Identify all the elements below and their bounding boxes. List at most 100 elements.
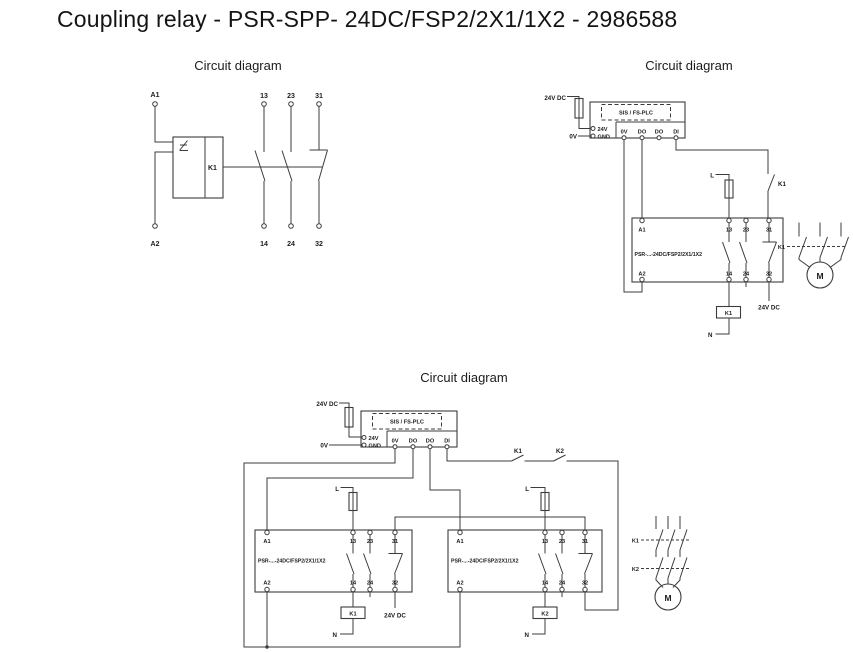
plc-out-terminal-di <box>444 444 450 450</box>
terminal-label-32: 32 <box>315 241 323 248</box>
neutral-label-2: N <box>525 632 530 639</box>
k1-power-contacts <box>798 236 849 258</box>
plc-out-terminal-0v <box>621 135 627 141</box>
line-label: L <box>710 173 714 180</box>
psr2-box <box>447 529 603 593</box>
psr1-label-14: 14 <box>350 581 357 587</box>
wire-do1-to-a1-relay1 <box>266 448 414 531</box>
forced-guidance-icon <box>179 140 188 151</box>
feedback-contact-label-k1: K1 <box>514 448 522 455</box>
supply-label: 24V DC <box>544 95 566 102</box>
motor-contactor-label: K1 <box>778 245 785 251</box>
line-label-2: L <box>525 486 529 493</box>
feedback-contact-label: K1 <box>778 181 786 188</box>
wire-0v-to-a2 <box>623 139 643 293</box>
k1-coil-label: K1 <box>349 611 356 617</box>
terminal-label-a1: A1 <box>151 92 160 99</box>
plc-box <box>360 410 458 448</box>
plc-out-terminal-do2 <box>427 444 433 450</box>
psr2-contact-23-24 <box>555 534 564 588</box>
plc-out-label-do1: DO <box>409 439 418 445</box>
terminal-label-13: 13 <box>260 93 268 100</box>
psr-label-14: 14 <box>726 272 733 278</box>
zero-volt-label: 0V <box>320 442 328 449</box>
plc-out-terminal-di <box>673 135 679 141</box>
diagram-heading: Circuit diagram <box>645 58 732 73</box>
psr-relay-2: PSR-...-24DC/FSP2/2X1/1X2 A1 13 23 31 A2… <box>447 529 603 593</box>
zero-volt-label: 0V <box>569 134 577 141</box>
contact-13-14: 13 14 <box>254 93 268 248</box>
psr1-label-24: 24 <box>367 581 374 587</box>
wire-do2-to-a1-relay2 <box>429 448 461 531</box>
wire-di-feedback-loop <box>446 448 619 611</box>
terminal-label-23: 23 <box>287 93 295 100</box>
psr1-label-a2: A2 <box>263 581 270 587</box>
coil-supply-label: 24V DC <box>384 613 406 620</box>
psr1-contact-13-14 <box>346 534 355 588</box>
page-title: Coupling relay - PSR-SPP- 24DC/FSP2/2X1/… <box>57 6 678 32</box>
plc-out-label-0v: 0V <box>392 439 399 445</box>
plc-dashed-box <box>372 413 442 430</box>
psr-type-label: PSR-...-24DC/FSP2/2X1/1X2 <box>635 252 703 258</box>
plc-out-terminal-do1 <box>410 444 416 450</box>
psr1-type-label: PSR-...-24DC/FSP2/2X1/1X2 <box>258 559 326 565</box>
psr2-label-32: 32 <box>582 581 588 587</box>
terminal-label-31: 31 <box>315 93 323 100</box>
motor-circuit: K1 K2 M <box>632 516 689 611</box>
psr2-type-label: PSR-...-24DC/FSP2/2X1/1X2 <box>451 559 519 565</box>
terminal-24v <box>361 435 367 440</box>
motor-label: M <box>664 593 671 603</box>
wiring: K1 K2 L L <box>243 448 619 649</box>
psr2-contact-13-14 <box>538 534 547 588</box>
line-fuse <box>724 179 734 199</box>
wire-l-to-13 <box>715 174 730 218</box>
k1-coil-label: K1 <box>725 311 732 317</box>
psr-relay-1: PSR-...-24DC/FSP2/2X1/1X2 A1 13 23 31 A2… <box>254 529 413 593</box>
contactor-coil-branch-k1: K1 N 24V DC <box>333 591 406 639</box>
plc-out-terminal-do1 <box>639 135 645 141</box>
psr2-label-24: 24 <box>559 581 566 587</box>
terminal-a2 <box>152 223 158 229</box>
psr-contact-31-32-nc <box>762 222 777 278</box>
k2-power-contacts <box>655 557 688 579</box>
line-fuse-1 <box>348 491 358 512</box>
terminal-label-gnd: GND <box>598 134 610 140</box>
terminal-a1 <box>152 101 158 107</box>
terminal-gnd <box>361 442 367 448</box>
neutral-label: N <box>708 332 713 339</box>
motor-label: M <box>816 271 823 281</box>
motor-contactor-label-k1: K1 <box>632 539 639 545</box>
psr1-label-32: 32 <box>392 581 398 587</box>
psr2-contact-31-32-nc <box>578 534 593 588</box>
plc-box <box>589 101 686 139</box>
plc-out-label-do2: DO <box>655 130 664 136</box>
neutral-label-1: N <box>333 632 338 639</box>
wire-di-to-k1 <box>675 139 769 174</box>
plc-label: SIS / FS-PLC <box>390 420 424 426</box>
wire-0v-return <box>243 448 461 648</box>
supply-label: 24V DC <box>316 401 338 408</box>
plc-out-label-0v: 0V <box>621 130 628 136</box>
motor-circuit: K1 M <box>778 222 849 289</box>
plc-out-label-di: DI <box>673 130 679 136</box>
coil-branch: A1 A2 K1 <box>151 92 322 248</box>
plc-out-label-do2: DO <box>426 439 435 445</box>
terminal-label-gnd: GND <box>369 443 381 449</box>
plc-out-terminal-0v <box>392 444 398 450</box>
motor-circle <box>654 583 682 611</box>
coil-label: K1 <box>208 165 217 172</box>
psr1-box <box>254 529 413 593</box>
plc-dashed-box <box>601 104 671 121</box>
plc-out-label-di: DI <box>444 439 450 445</box>
psr-box <box>631 217 784 283</box>
circuit-diagram-simple: Circuit diagram A1 A2 K1 13 14 23 24 31 … <box>151 58 328 248</box>
terminal-label-24v: 24V <box>598 127 608 133</box>
terminal-gnd <box>590 133 596 139</box>
psr-contact-13-14 <box>722 222 731 278</box>
psr-label-a2: A2 <box>638 272 645 278</box>
k1-feedback-contact <box>767 174 775 218</box>
wire-31-link <box>394 516 586 531</box>
circuit-diagram-dual-channel: Circuit diagram 24V DC 0V SIS / FS-PLC 2… <box>243 370 689 649</box>
wiring: K1 L <box>623 139 786 293</box>
psr2-label-14: 14 <box>542 581 549 587</box>
